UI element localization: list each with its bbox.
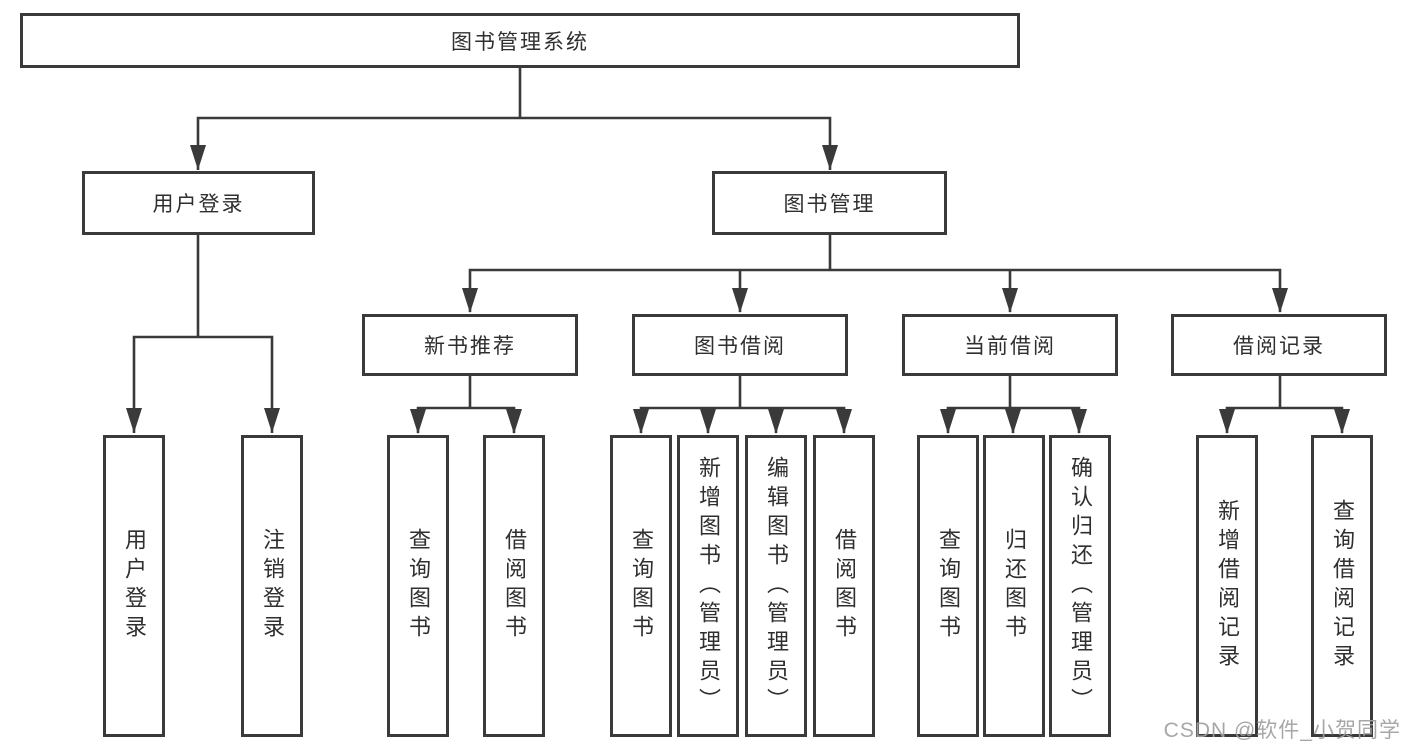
node-new-book-recommend-label: 新书推荐 bbox=[424, 335, 516, 358]
leaf-user-login: 用户登录 bbox=[103, 435, 165, 737]
leaf-edit-books-admin-label: 编辑图书（管理员） bbox=[764, 455, 789, 717]
leaf-query-books-current: 查询图书 bbox=[917, 435, 979, 737]
node-current-borrowing-label: 当前借阅 bbox=[964, 335, 1056, 358]
leaf-query-borrow-record-label: 查询借阅记录 bbox=[1330, 499, 1355, 673]
leaf-query-books-recommend-label: 查询图书 bbox=[406, 528, 431, 644]
node-library-system-label: 图书管理系统 bbox=[451, 30, 589, 54]
leaf-query-books-recommend: 查询图书 bbox=[387, 435, 449, 737]
leaf-add-books-admin-label: 新增图书（管理员） bbox=[696, 455, 721, 717]
leaf-borrow-books-recommend-label: 借阅图书 bbox=[502, 528, 527, 644]
node-user-login-label: 用户登录 bbox=[152, 193, 245, 216]
node-library-system: 图书管理系统 bbox=[20, 13, 1020, 68]
leaf-add-borrow-record: 新增借阅记录 bbox=[1196, 435, 1258, 737]
node-borrowing-records: 借阅记录 bbox=[1171, 314, 1387, 376]
leaf-query-borrow-record: 查询借阅记录 bbox=[1311, 435, 1373, 737]
leaf-confirm-return-admin-label: 确认归还（管理员） bbox=[1068, 455, 1093, 717]
node-book-borrowing-label: 图书借阅 bbox=[694, 335, 786, 358]
leaf-query-books-current-label: 查询图书 bbox=[936, 528, 961, 644]
node-borrowing-records-label: 借阅记录 bbox=[1233, 335, 1325, 358]
leaf-user-login-label: 用户登录 bbox=[122, 528, 147, 644]
leaf-borrow-books: 借阅图书 bbox=[813, 435, 875, 737]
leaf-query-books-borrowing-label: 查询图书 bbox=[629, 528, 654, 644]
node-book-management-label: 图书管理 bbox=[783, 193, 876, 216]
leaf-edit-books-admin: 编辑图书（管理员） bbox=[745, 435, 807, 737]
node-user-login: 用户登录 bbox=[82, 171, 315, 235]
leaf-confirm-return-admin: 确认归还（管理员） bbox=[1049, 435, 1111, 737]
leaf-return-books-label: 归还图书 bbox=[1002, 528, 1027, 644]
leaf-borrow-books-label: 借阅图书 bbox=[832, 528, 857, 644]
leaf-logout-label: 注销登录 bbox=[260, 528, 285, 644]
leaf-query-books-borrowing: 查询图书 bbox=[610, 435, 672, 737]
node-book-borrowing: 图书借阅 bbox=[632, 314, 848, 376]
node-new-book-recommend: 新书推荐 bbox=[362, 314, 578, 376]
watermark: CSDN @软件_小贺同学 bbox=[1163, 719, 1401, 742]
leaf-add-books-admin: 新增图书（管理员） bbox=[677, 435, 739, 737]
leaf-return-books: 归还图书 bbox=[983, 435, 1045, 737]
node-current-borrowing: 当前借阅 bbox=[902, 314, 1118, 376]
leaf-add-borrow-record-label: 新增借阅记录 bbox=[1215, 499, 1240, 673]
leaf-logout: 注销登录 bbox=[241, 435, 303, 737]
leaf-borrow-books-recommend: 借阅图书 bbox=[483, 435, 545, 737]
node-book-management: 图书管理 bbox=[712, 171, 947, 235]
